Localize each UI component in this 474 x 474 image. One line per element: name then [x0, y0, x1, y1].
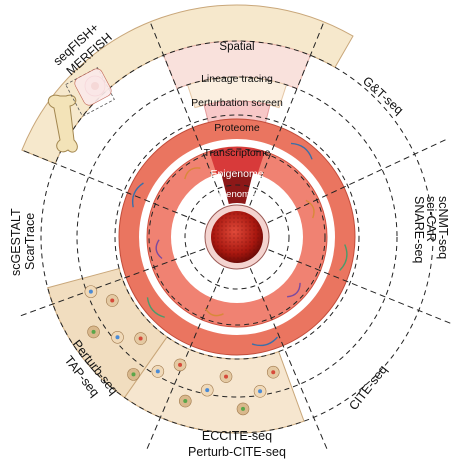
- dna-strand: [251, 336, 278, 347]
- label-scartrace: ScarTrace: [23, 213, 37, 270]
- sector-divider-line: [268, 249, 453, 325]
- genome-wedge: [221, 171, 253, 205]
- dna-strand: [287, 282, 301, 298]
- label-genome: Genome: [219, 189, 255, 200]
- label-scnmt-seq: scNMT-seq: [436, 196, 450, 259]
- label-eccite-seq: ECCITE-seq: [202, 429, 272, 443]
- dna-strand: [290, 142, 313, 160]
- label-epigenome: Epigenome: [210, 168, 263, 180]
- sector-divider-line: [249, 268, 329, 451]
- label-snare-seq: SNARE-seq: [412, 196, 426, 263]
- sector-divider-line: [18, 248, 206, 317]
- layer-labels: Spatial Lineage tracing Perturbation scr…: [191, 41, 283, 200]
- cell-nucleus-dot: [131, 372, 136, 377]
- epigenome-wedge: [209, 147, 265, 175]
- label-transcriptome: Transcriptome: [204, 147, 271, 159]
- cell-nucleus-dot: [155, 369, 160, 374]
- cell-nucleus-dot: [241, 406, 246, 411]
- sector-divider-line: [149, 21, 225, 206]
- cell-nucleus-dot: [271, 370, 276, 375]
- label-proteome: Proteome: [214, 122, 260, 134]
- cell-nucleus-dot: [115, 335, 120, 340]
- cell-drawings: [84, 285, 280, 416]
- cell-nucleus-dot: [138, 336, 143, 341]
- cell-nucleus-dot: [205, 388, 210, 393]
- dna-strand: [155, 239, 163, 260]
- dashed-circles: [40, 40, 434, 434]
- label-spatial: Spatial: [219, 41, 254, 53]
- sector-divider-line: [267, 138, 448, 224]
- dna-strand: [146, 297, 165, 318]
- cell-nucleus-dot: [258, 389, 263, 394]
- sector-divider-line: [145, 268, 225, 451]
- dna-strand: [204, 307, 224, 317]
- label-sci-car: sci-CAR: [424, 196, 438, 242]
- dna-strand: [131, 182, 144, 208]
- dna-strand: [339, 244, 348, 271]
- sector-divider-line: [21, 149, 206, 225]
- label-perturb-cite-seq: Perturb-CITE-seq: [188, 445, 286, 459]
- cell-nucleus-dot: [183, 399, 188, 404]
- sector-dividers: [18, 21, 453, 451]
- label-lineage-tracing: Lineage tracing: [201, 73, 273, 85]
- label-cite-seq: CITE-seq: [346, 363, 390, 413]
- cell-nucleus-dot: [178, 362, 183, 367]
- cell-nucleus-dot: [224, 374, 229, 379]
- cell-nucleus-dot: [110, 298, 115, 303]
- sector-divider-line: [249, 21, 325, 206]
- dna-strands: [131, 142, 348, 347]
- cell-nucleus-dot: [88, 289, 93, 294]
- label-scgestalt: scGESTALT: [9, 208, 23, 276]
- label-perturbation-screen: Perturbation screen: [191, 97, 283, 109]
- dna-strand: [184, 167, 201, 180]
- nucleus-texture: [211, 211, 263, 263]
- cell-nucleus-dot: [91, 329, 96, 334]
- label-gt-seq: G&T-seq: [360, 74, 406, 117]
- dna-strand: [305, 199, 315, 219]
- tissue-patch: [74, 68, 112, 106]
